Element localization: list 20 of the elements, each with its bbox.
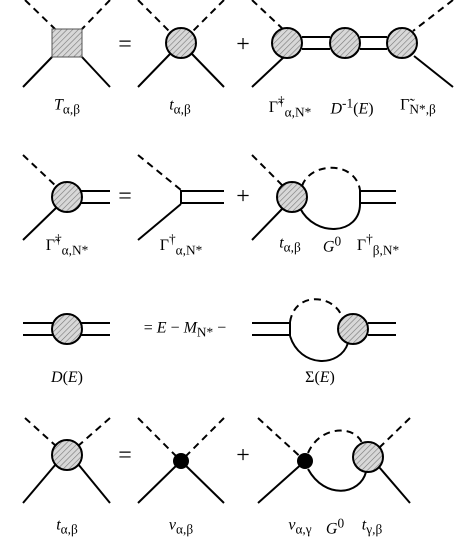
operator-sign: +: [236, 32, 250, 58]
operator-sign: =: [118, 442, 132, 470]
math-label: Σ(E): [305, 369, 335, 387]
math-label: D$^{-1}$(E): [330, 95, 374, 119]
operator-sign: =: [118, 32, 132, 58]
math-label: Γ̃$_{N*,β}$: [400, 96, 436, 118]
operator-sign: +: [236, 184, 250, 210]
operator-sign: =: [118, 184, 132, 210]
math-label: = E − M$_{N*}$ −: [144, 319, 226, 341]
math-label: T$_{α,β}$: [54, 96, 80, 118]
math-label: v$_{α,γ}$: [288, 516, 312, 538]
math-label: G$^{0}$: [322, 233, 342, 257]
math-label: t$_{α,β}$: [56, 516, 78, 538]
math-label: t$_{γ,β}$: [362, 516, 382, 538]
math-label: t$_{α,β}$: [169, 96, 191, 118]
math-label: D(E): [51, 369, 83, 387]
math-label: G$^{0}$: [326, 515, 344, 539]
operator-sign: +: [236, 442, 250, 470]
math-label: v$_{α,β}$: [168, 516, 194, 538]
math-label: t$_{α,β}$: [279, 234, 301, 256]
